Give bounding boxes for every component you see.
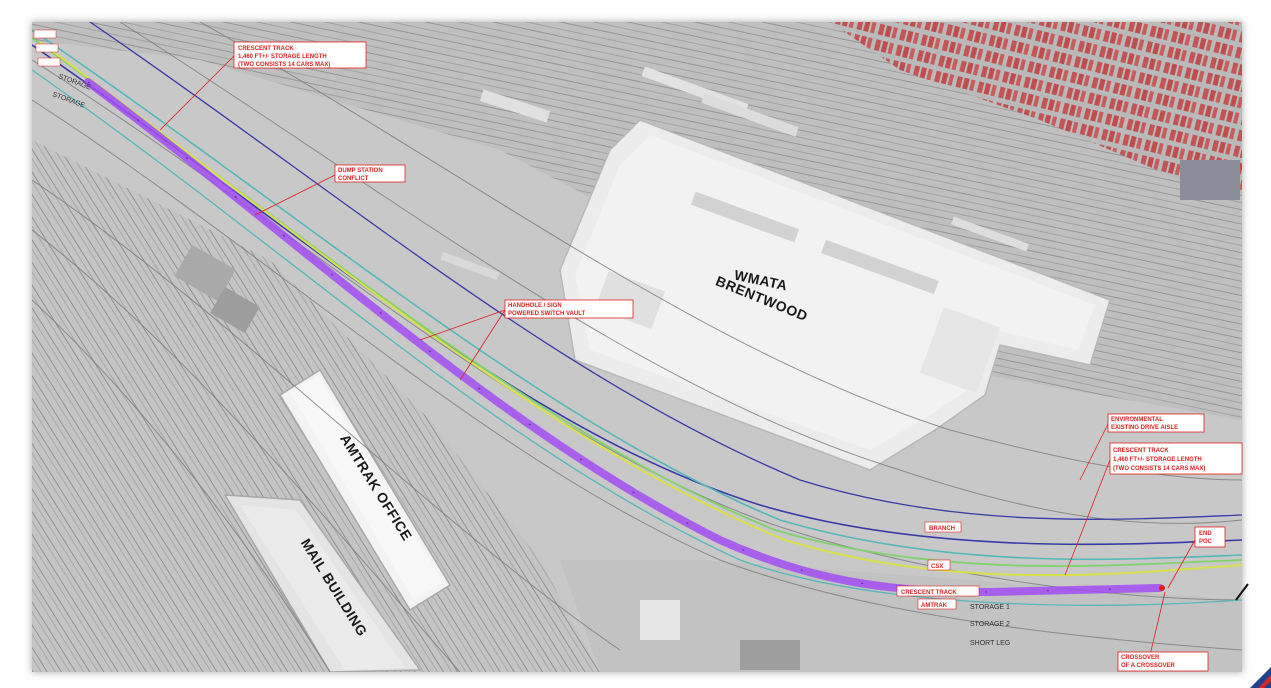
small-building <box>174 244 236 302</box>
small-building-blue <box>1180 160 1240 200</box>
callout-environmental: ENVIRONMENTAL EXISTING DRIVE AISLE <box>1107 413 1205 433</box>
callout-line: END <box>1199 531 1212 537</box>
amtrak-office-roof <box>290 376 442 600</box>
small-building <box>740 640 800 670</box>
callout-line: (TWO CONSISTS 14 CARS MAX) <box>1113 466 1205 472</box>
end-point-marker <box>1159 585 1165 591</box>
track-blue-upper <box>89 22 1242 520</box>
callout-switch-vault: HANDHOLE / SIGN POWERED SWITCH VAULT <box>504 299 634 319</box>
track-label-branch: BRANCH <box>924 521 962 533</box>
small-building <box>210 287 260 333</box>
nw-label-box <box>33 29 57 39</box>
roof-block <box>919 306 1001 394</box>
track-label-storage-1: STORAGE 1 <box>970 604 1010 611</box>
callout-line: OF A CROSSOVER <box>1121 663 1176 669</box>
callout-line: CRESCENT TRACK <box>238 46 294 52</box>
callout-line: CONFLICT <box>338 176 369 182</box>
corner-logo-red <box>1258 675 1271 688</box>
callout-line: ENVIRONMENTAL <box>1111 417 1163 423</box>
nw-label-box <box>37 57 61 67</box>
callout-line: (TWO CONSISTS 14 CARS MAX) <box>238 62 330 68</box>
platform <box>951 216 1029 252</box>
track-label-text: AMTRAK <box>921 603 948 609</box>
callout-line: CROSSOVER <box>1121 655 1160 661</box>
corner-logo-blue <box>1250 667 1271 688</box>
track-label-amtrak: AMTRAK <box>917 598 957 610</box>
roof-vent <box>821 239 939 295</box>
callout-end: END POC <box>1194 526 1226 548</box>
callout-line: CRESCENT TRACK <box>1113 448 1169 454</box>
callout-crescent-track-2: CRESCENT TRACK 1,460 FT+/- STORAGE LENGT… <box>1109 442 1243 475</box>
callout-line: EXISTING DRIVE AISLE <box>1111 425 1178 431</box>
track-label-text: CRESCENT TRACK <box>901 590 957 596</box>
track-label-short-leg: SHORT LEG <box>970 640 1010 647</box>
callout-line: HANDHOLE / SIGN <box>508 303 562 309</box>
track-label-crescent: CRESCENT TRACK <box>896 585 980 597</box>
callout-crossover: CROSSOVER OF A CROSSOVER <box>1117 651 1209 672</box>
platform <box>440 251 500 281</box>
storage-track <box>84 78 1164 597</box>
callout-dump-station: DUMP STATION CONFLICT <box>334 164 406 183</box>
roof-vent <box>690 191 800 243</box>
callout-line: DUMP STATION <box>338 168 383 174</box>
track-teal-lower <box>32 69 1242 606</box>
parking-lot <box>830 22 1242 190</box>
north-arrow-fragment <box>1235 583 1249 601</box>
callout-line: 1,460 FT+/- STORAGE LENGTH <box>1113 457 1202 463</box>
callout-line: POC <box>1199 539 1213 545</box>
track-label-storage-2: STORAGE 2 <box>970 621 1010 628</box>
track-label-csx: CSX <box>927 559 951 571</box>
small-building <box>640 600 680 640</box>
mail-building-roof <box>240 505 405 670</box>
callout-line: 1,460 FT+/- STORAGE LENGTH <box>238 54 327 60</box>
callout-leaders <box>159 54 1196 656</box>
track-label-text: BRANCH <box>929 526 955 532</box>
platform <box>479 89 551 123</box>
track-teal <box>32 29 1242 561</box>
nw-label-box <box>35 43 59 53</box>
callout-crescent-track-1: CRESCENT TRACK 1,460 FT+/- STORAGE LENGT… <box>233 41 367 69</box>
platform <box>701 93 799 137</box>
track-label-text: CSX <box>931 564 943 570</box>
callout-line: POWERED SWITCH VAULT <box>508 311 585 317</box>
track-yellow <box>39 41 1242 577</box>
